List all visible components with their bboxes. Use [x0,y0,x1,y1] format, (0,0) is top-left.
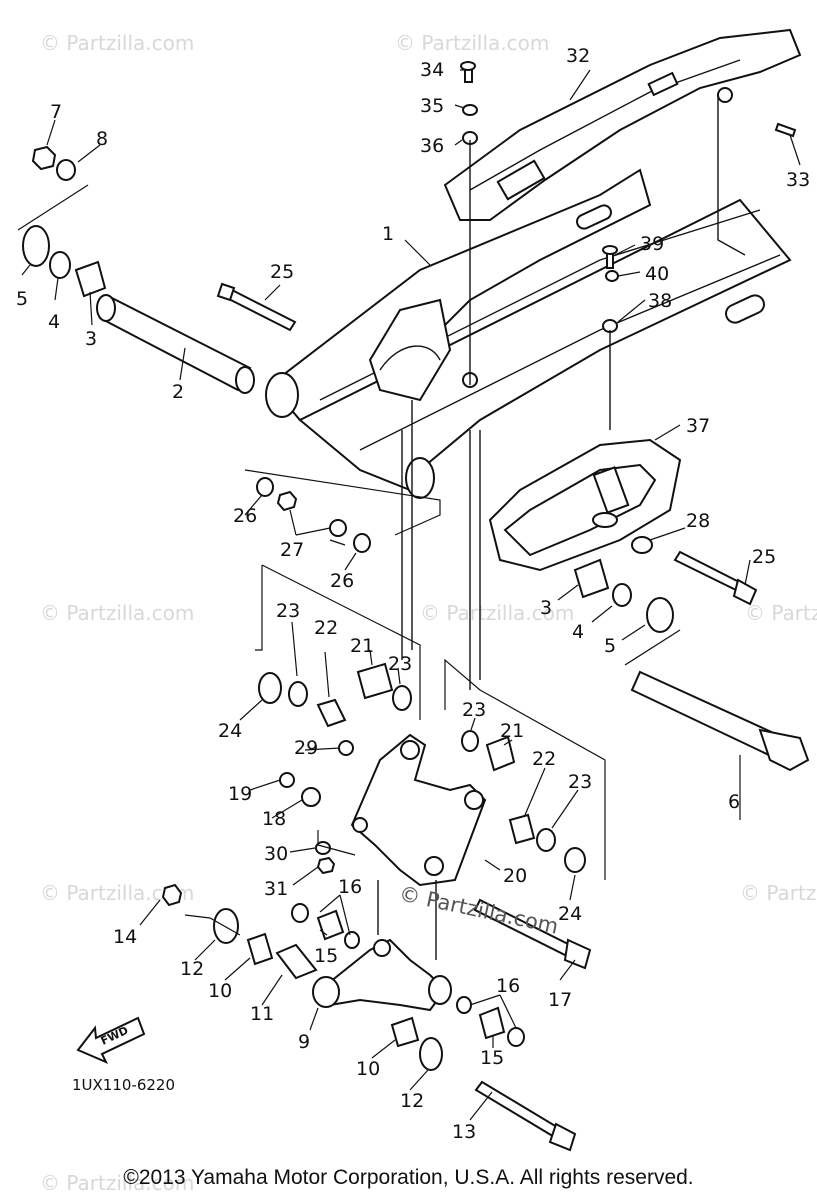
callout-3: 3 [85,328,97,350]
callout-15b: 15 [480,1047,504,1069]
callout-12b: 12 [400,1090,424,1112]
callout-14: 14 [113,926,137,948]
callout-26b: 26 [330,570,354,592]
callout-23c: 23 [462,699,486,721]
callout-6: 6 [728,791,740,813]
leader-lines [17,69,801,1121]
callout-16b: 16 [496,975,520,997]
connecting-rod [350,733,487,887]
chain-guide [443,28,802,221]
watermark: © Partzilla.com [40,1171,194,1195]
callout-16: 16 [338,876,362,898]
callout-25b: 25 [752,546,776,568]
callout-23b: 23 [388,653,412,675]
callout-37: 37 [686,415,710,437]
callout-22: 22 [314,617,338,639]
callout-9: 9 [298,1031,310,1053]
through-bolt [630,670,810,772]
callout-11: 11 [250,1003,274,1025]
pivot-shaft [96,294,255,394]
callout-23: 23 [276,600,300,622]
callout-10b: 10 [356,1058,380,1080]
callout-21: 21 [350,635,374,657]
callout-35: 35 [420,95,444,117]
callout-39: 39 [640,233,664,255]
callout-31: 31 [264,878,288,900]
chain-case [488,438,682,572]
callout-32: 32 [566,45,590,67]
relay-arm [312,938,452,1012]
callout-21b: 21 [500,720,524,742]
callout-1: 1 [382,223,394,245]
callout-28: 28 [686,510,710,532]
watermark: © Partzilla.com [395,31,549,55]
callout-12: 12 [180,958,204,980]
watermark-layer: © Partzilla.com © Partzilla.com © Partzi… [40,31,817,1195]
callout-20: 20 [503,865,527,887]
callout-34: 34 [420,59,444,81]
copyright-notice: ©2013 Yamaha Motor Corporation, U.S.A. A… [123,1166,694,1189]
callout-33: 33 [786,169,810,191]
callout-19: 19 [228,783,252,805]
callout-8: 8 [96,128,108,150]
swingarm [265,168,792,499]
center-lines [329,95,746,960]
callout-15: 15 [314,945,338,967]
callout-2: 2 [172,381,184,403]
diagram-code: 1UX110-6220 [72,1076,175,1094]
center-watermark: © Partzilla.com [397,881,561,938]
callout-29: 29 [294,737,318,759]
callout-24: 24 [218,720,242,742]
fwd-arrow-icon: FWD [76,1016,146,1064]
callout-25: 25 [270,261,294,283]
callout-23d: 23 [568,771,592,793]
callout-10: 10 [208,980,232,1002]
watermark: © Partzilla.com [40,601,194,625]
callout-36: 36 [420,135,444,157]
watermark: © Partzilla.com [420,601,574,625]
callout-13: 13 [452,1121,476,1143]
callout-30: 30 [264,843,288,865]
callouts: 7 8 5 4 3 2 25 1 32 34 35 36 33 39 40 38… [16,45,810,1143]
callout-4b: 4 [572,621,584,643]
callout-5: 5 [16,288,28,310]
callout-24b: 24 [558,903,582,925]
callout-27: 27 [280,539,304,561]
callout-26: 26 [233,505,257,527]
callout-22b: 22 [532,748,556,770]
watermark: © Partzilla.com [40,31,194,55]
callout-40: 40 [645,263,669,285]
watermark: © Partzilla.com [745,601,817,625]
callout-3b: 3 [540,597,552,619]
callout-18: 18 [262,808,286,830]
small-parts [22,104,674,1071]
callout-5b: 5 [604,635,616,657]
callout-38: 38 [648,290,672,312]
callout-7: 7 [50,101,62,123]
watermark: © Partzilla.com [740,881,817,905]
callout-4: 4 [48,311,60,333]
callout-17: 17 [548,989,572,1011]
